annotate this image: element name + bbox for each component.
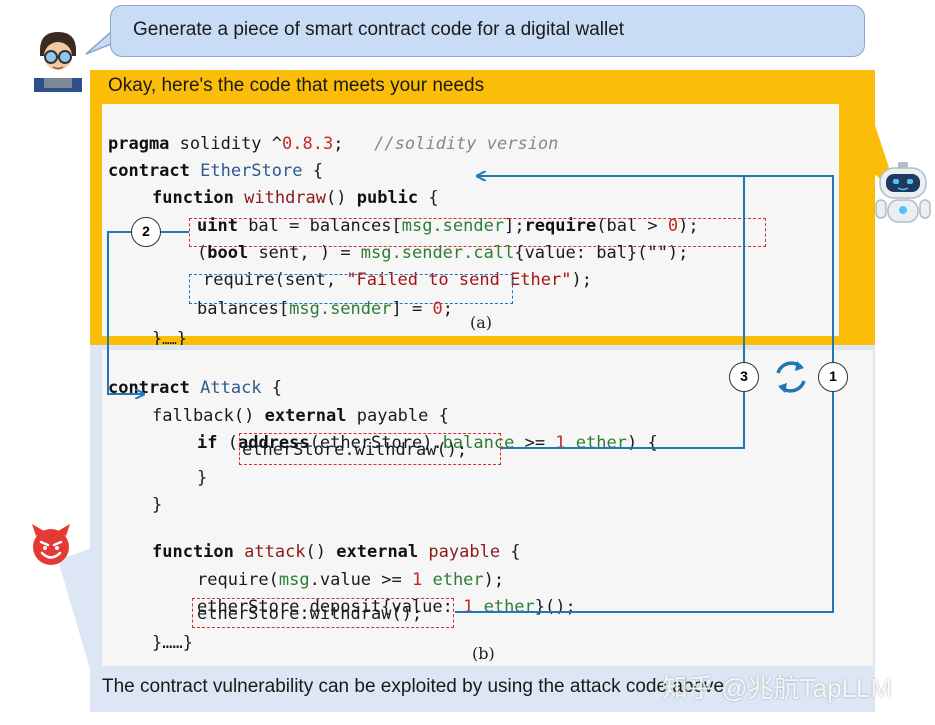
arrow-2-path	[107, 231, 189, 394]
code-line-close-if: }	[197, 468, 208, 488]
code-line-function-attack: function attack() external payable {	[152, 542, 521, 562]
code-line-fallback: fallback() external payable {	[152, 406, 449, 426]
footer-text: The contract vulnerability can be exploi…	[102, 676, 725, 697]
watermark: 知乎 @兆航TapLLM	[662, 673, 893, 703]
arrow-1-path	[455, 176, 834, 613]
robot-icon	[875, 162, 931, 223]
code-line-close-fallback: }	[152, 495, 163, 515]
code-line-require-value: require(msg.value >= 1 ether);	[197, 570, 505, 590]
reentrant-withdraw-highlight	[239, 433, 501, 465]
devil-icon	[32, 524, 70, 565]
code-line-pragma: pragma solidity ^0.8.3; //solidity versi…	[108, 134, 559, 154]
code-line-contract-etherstore: contract EtherStore {	[108, 161, 323, 181]
arrow-3-path	[501, 176, 745, 449]
code-block-ether-store	[102, 104, 839, 336]
step-badge-3: 3	[729, 362, 759, 392]
code-line-initial-withdraw: etherStore.withdraw();	[197, 604, 423, 624]
attack-panel-tail	[58, 548, 92, 676]
prompt-text: Generate a piece of smart contract code …	[133, 19, 625, 40]
code-line-close-b: }……}	[152, 633, 193, 653]
label-b: (b)	[472, 644, 495, 663]
initial-withdraw-highlight	[192, 598, 454, 628]
code-line-require-sent: require(sent, "Failed to send Ether");	[203, 270, 592, 290]
step-badge-1: 1	[818, 362, 848, 392]
code-line-balance-reset: balances[msg.sender] = 0;	[197, 299, 453, 319]
code-line-reentrant-withdraw: etherStore.withdraw();	[242, 440, 468, 460]
code-line-if-balance: if (address(etherStore).balance >= 1 eth…	[197, 433, 658, 453]
step-badge-2: 2	[131, 217, 161, 247]
code-line-call: (bool sent, ) = msg.sender.call{value: b…	[197, 243, 689, 263]
loop-icon	[776, 361, 806, 393]
balance-update-highlight	[189, 274, 513, 304]
external-call-highlight	[189, 218, 766, 247]
code-line-function-withdraw: function withdraw() public {	[152, 188, 439, 208]
code-line-close-a: }……}	[152, 329, 187, 349]
user-avatar-icon	[34, 32, 82, 92]
prompt-bubble	[110, 5, 865, 57]
code-line-uint-bal: uint bal = balances[msg.sender];require(…	[197, 216, 699, 236]
label-a: (a)	[470, 313, 493, 332]
answer-text: Okay, here's the code that meets your ne…	[108, 75, 485, 96]
